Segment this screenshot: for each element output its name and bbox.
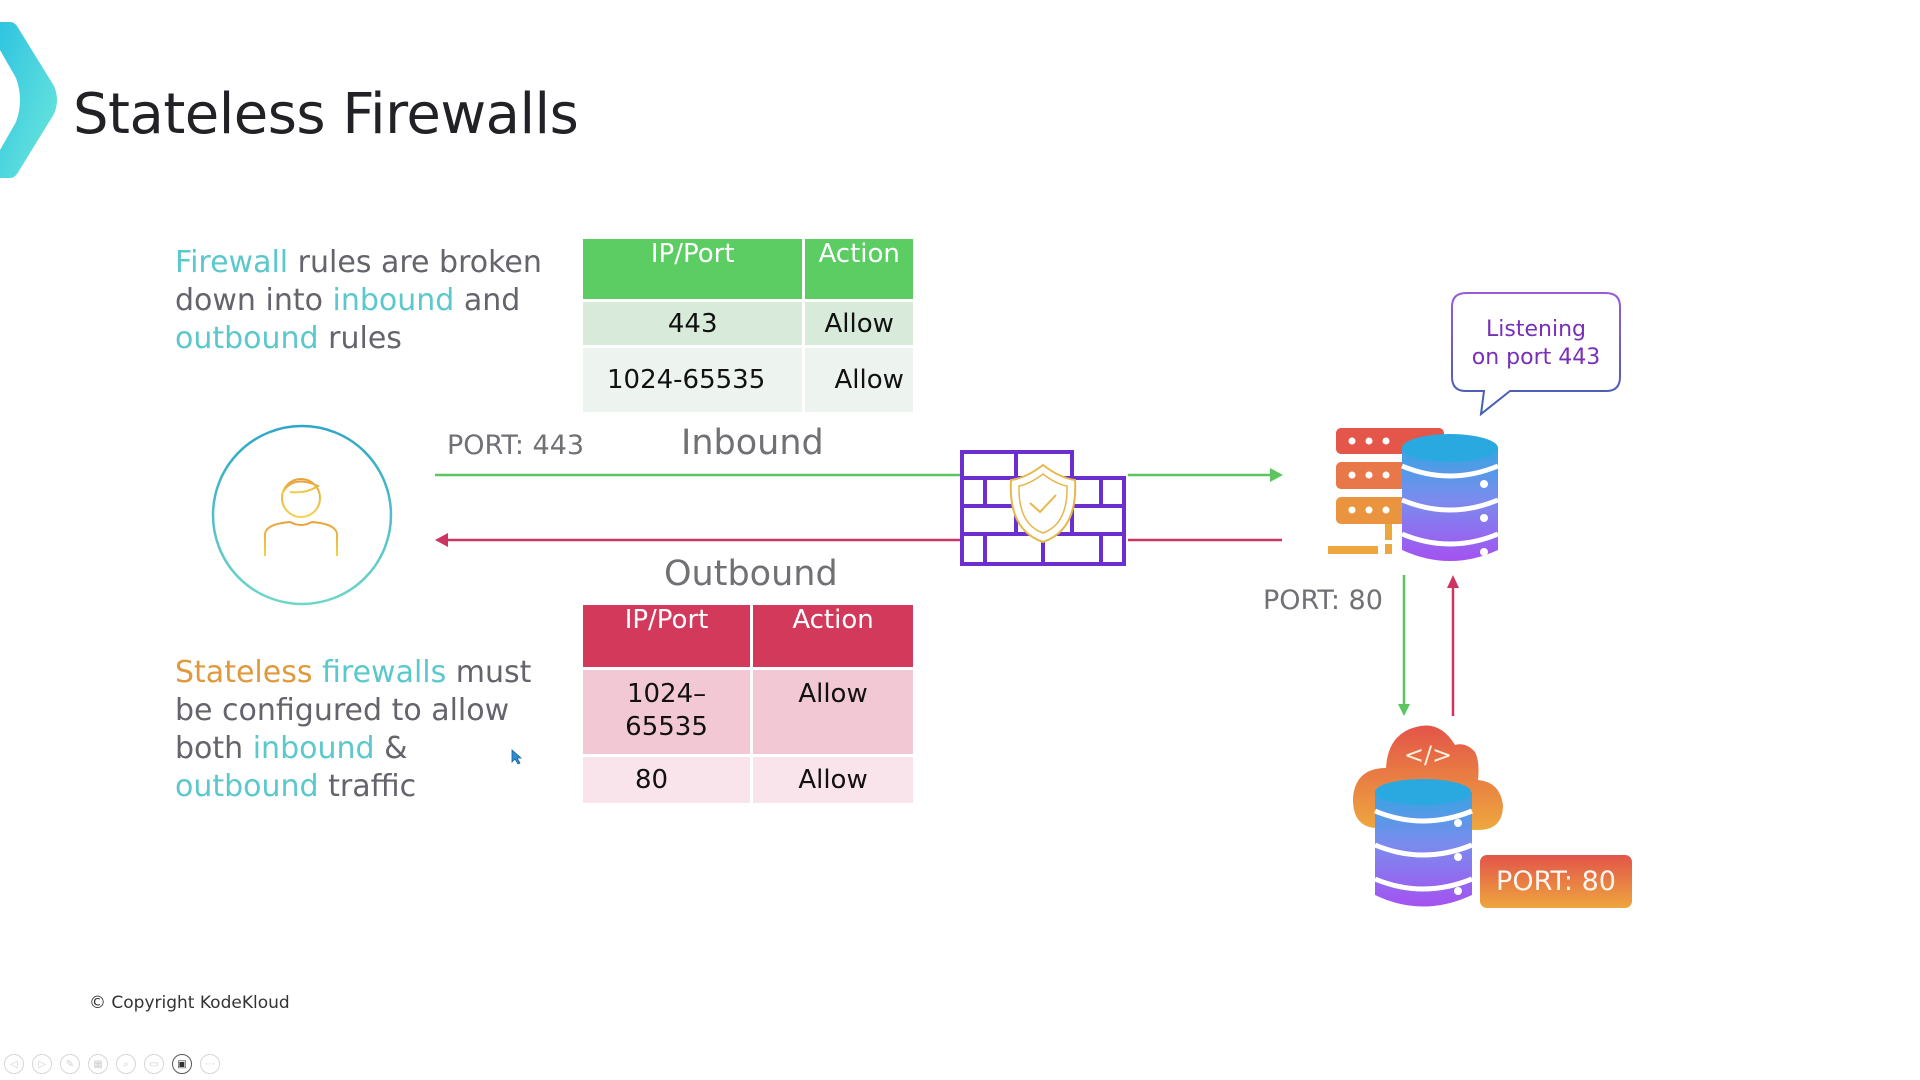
table-header-row: IP/Port Action — [583, 239, 913, 299]
intro-word: and — [454, 283, 521, 318]
client-user-icon — [211, 424, 393, 606]
next-icon: ▷ — [38, 1058, 46, 1070]
callout-line: Listening — [1486, 317, 1586, 342]
intro-word: inbound — [332, 283, 455, 318]
more-options-button[interactable]: ⋯ — [200, 1054, 220, 1074]
intro-word: rules are broken — [288, 245, 542, 280]
note-word: firewalls — [322, 655, 447, 690]
magnifier-icon: ⌕ — [123, 1058, 129, 1070]
inbound-label: Inbound — [681, 423, 824, 463]
note-word: traffic — [318, 769, 417, 804]
cell-line: 1024– — [626, 679, 707, 709]
intro-word: rules — [318, 321, 402, 356]
copyright: © Copyright KodeKloud — [89, 993, 290, 1013]
inbound-rules-table: IP/Port Action 443 Allow 1024-65535 Allo… — [580, 236, 916, 415]
note-word: & — [374, 731, 408, 766]
client-port-label: PORT: 443 — [447, 430, 585, 461]
header-action: Action — [753, 605, 913, 667]
intro-word: down into — [175, 283, 333, 318]
camera-button[interactable]: ▣ — [172, 1054, 192, 1074]
mouse-cursor-icon — [511, 749, 523, 765]
header-action: Action — [805, 239, 913, 299]
table-row: 1024-65535 Allow — [583, 348, 913, 412]
listening-callout — [1451, 292, 1621, 417]
header-ip-port: IP/Port — [583, 605, 751, 667]
outbound-arrow — [435, 533, 1282, 547]
code-icon: </> — [1404, 741, 1452, 769]
intro-word: Firewall — [175, 245, 289, 280]
intro-text: Firewall rules are broken down into inbo… — [175, 244, 542, 358]
table-row: 443 Allow — [583, 302, 913, 345]
outbound-rules-table: IP/Port Action 1024– 65535 Allow 80 Allo… — [580, 602, 916, 806]
cell-action: Allow — [753, 757, 913, 803]
intro-word: outbound — [175, 321, 319, 356]
inbound-arrow-right — [1128, 468, 1283, 482]
note-word: both — [175, 731, 253, 766]
shield-check-icon — [1009, 463, 1077, 544]
cell-line: 65535 — [625, 712, 708, 742]
note-word: Stateless — [175, 655, 313, 690]
backend-port-badge: PORT: 80 — [1480, 855, 1632, 908]
previous-icon: ◁ — [10, 1058, 18, 1070]
cell-ip-port: 1024-65535 — [583, 348, 803, 412]
zoom-button[interactable]: ⌕ — [116, 1054, 136, 1074]
cell-action: Allow — [753, 670, 913, 754]
pen-icon: ✎ — [65, 1058, 75, 1070]
callout-text: Listening on port 443 — [1452, 316, 1620, 372]
note-word: be configured to allow — [175, 693, 510, 728]
brand-chevron-logo — [0, 22, 57, 178]
note-word: must — [446, 655, 532, 690]
grid-icon: ▦ — [93, 1058, 103, 1070]
slide-title: Stateless Firewalls — [73, 82, 579, 147]
cell-action: Allow — [805, 302, 913, 345]
cloud-database-icon: </> — [1352, 725, 1503, 907]
cell-action: Allow — [805, 348, 913, 412]
table-row: 80 Allow — [583, 757, 913, 803]
note-word: outbound — [175, 769, 319, 804]
inbound-arrow-down — [1398, 575, 1410, 716]
more-icon: ⋯ — [205, 1058, 215, 1070]
callout-line: on port 443 — [1471, 345, 1601, 370]
next-slide-button[interactable]: ▷ — [32, 1054, 52, 1074]
camera-icon: ▣ — [177, 1058, 187, 1070]
server-database-icon — [1328, 428, 1499, 561]
subtitles-icon: ▭ — [149, 1058, 159, 1070]
slides-overview-button[interactable]: ▦ — [88, 1054, 108, 1074]
pen-button[interactable]: ✎ — [60, 1054, 80, 1074]
subtitles-button[interactable]: ▭ — [144, 1054, 164, 1074]
previous-slide-button[interactable]: ◁ — [4, 1054, 24, 1074]
table-header-row: IP/Port Action — [583, 605, 913, 667]
cell-ip-port: 1024– 65535 — [583, 670, 751, 754]
table-row: 1024– 65535 Allow — [583, 670, 913, 754]
note-word: inbound — [252, 731, 375, 766]
outbound-label: Outbound — [664, 554, 838, 594]
presentation-toolbar: ◁ ▷ ✎ ▦ ⌕ ▭ ▣ ⋯ — [4, 1054, 220, 1074]
note-text: Stateless firewalls must be configured t… — [175, 654, 531, 806]
server-port-label: PORT: 80 — [1263, 585, 1383, 616]
cell-ip-port: 443 — [583, 302, 803, 345]
cell-ip-port: 80 — [583, 757, 751, 803]
header-ip-port: IP/Port — [583, 239, 803, 299]
outbound-arrow-up — [1447, 575, 1459, 716]
